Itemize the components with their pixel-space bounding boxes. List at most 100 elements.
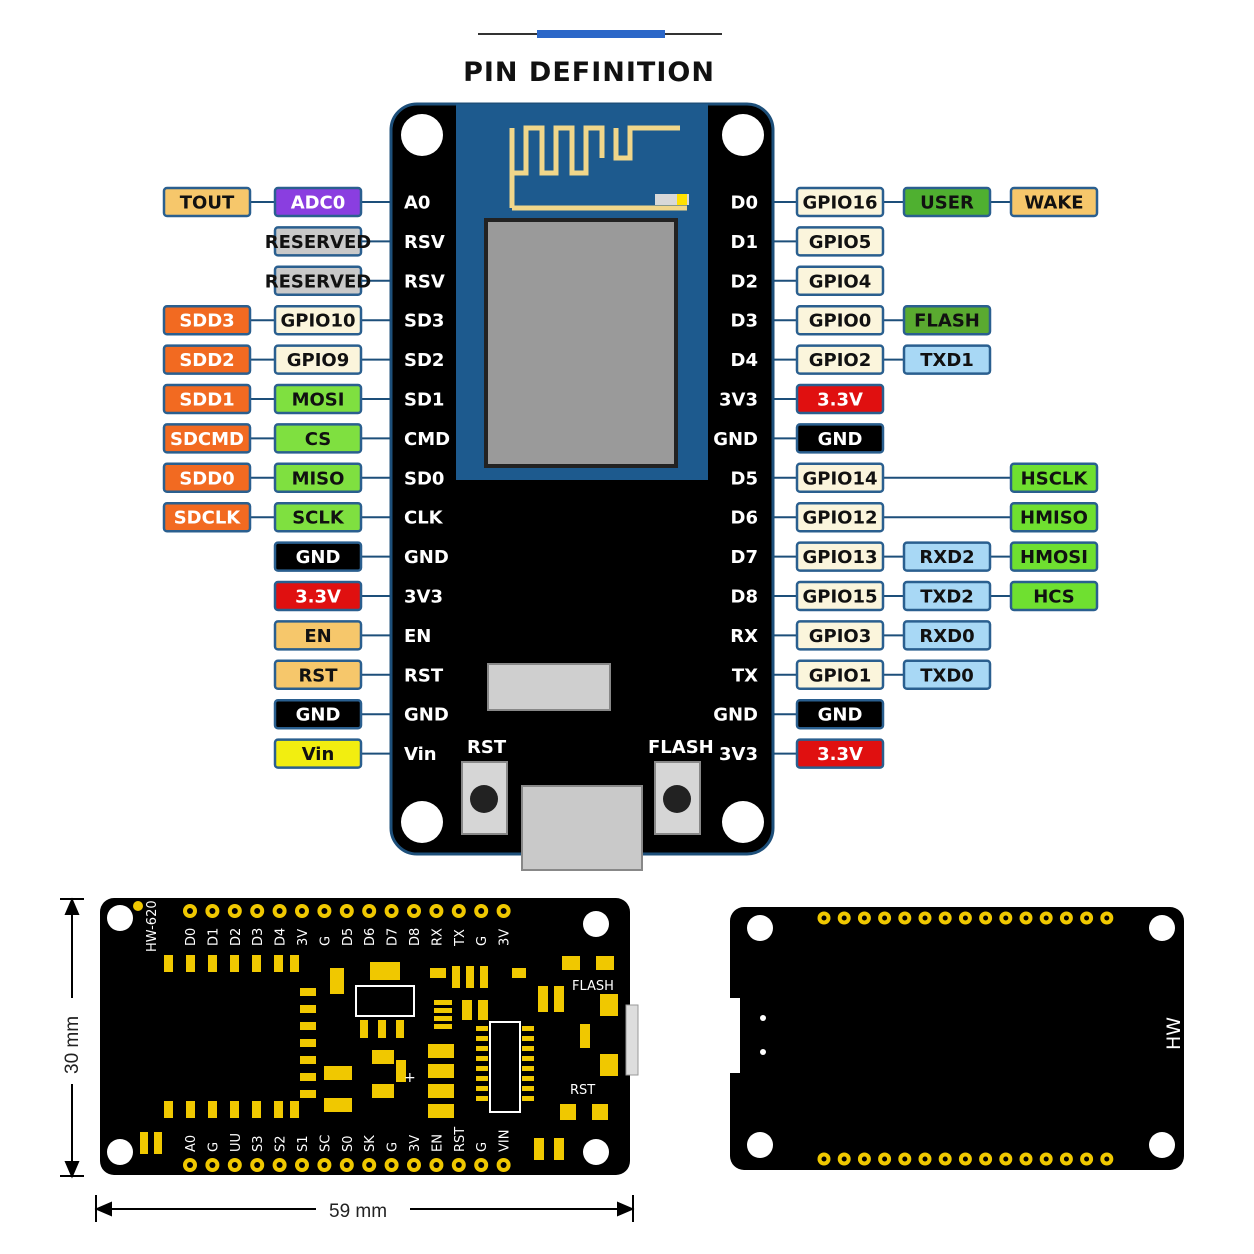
rst-button[interactable]: [461, 761, 508, 835]
pin-label-txd0: TXD0: [902, 659, 992, 691]
left-pin-name: SD0: [404, 468, 444, 489]
front-top-pin-label: 3V: [498, 929, 513, 946]
svg-text:RESERVED: RESERVED: [265, 232, 371, 253]
pin-label-hmiso: HMISO: [1009, 501, 1099, 533]
svg-text:GPIO10: GPIO10: [280, 311, 355, 332]
svg-text:USER: USER: [920, 193, 974, 214]
pin-label-sdd3: SDD3: [162, 304, 252, 336]
pin-label-txd2: TXD2: [902, 580, 992, 612]
svg-text:CS: CS: [305, 429, 332, 450]
svg-text:TXD2: TXD2: [920, 587, 974, 608]
svg-text:3.3V: 3.3V: [295, 587, 341, 608]
pin-label-hmosi: HMOSI: [1009, 541, 1099, 572]
svg-text:SDCLK: SDCLK: [174, 508, 242, 529]
title-accent-bar: [537, 30, 665, 38]
right-pin-name: D5: [731, 468, 758, 489]
front-bottom-pin-holes: [183, 1158, 511, 1172]
pin-label-en: EN: [273, 620, 363, 651]
front-bottom-pin-label: S2: [274, 1135, 289, 1152]
svg-text:GPIO13: GPIO13: [802, 547, 877, 568]
front-hole-br: [583, 1139, 609, 1165]
pin-label-gpio1: GPIO1: [795, 659, 885, 691]
width-dimension: [94, 1195, 635, 1222]
front-hole-tr: [583, 911, 609, 937]
pin-label-mosi: MOSI: [273, 383, 363, 415]
flash-button[interactable]: [654, 761, 701, 835]
svg-text:GPIO0: GPIO0: [809, 311, 872, 332]
svg-text:RESERVED: RESERVED: [265, 271, 371, 292]
left-pin-name: CLK: [404, 508, 444, 529]
height-label: 30 mm: [62, 1016, 83, 1074]
pin-label-gpio3: GPIO3: [795, 620, 885, 651]
front-top-pin-label: TX: [453, 929, 468, 947]
flash-button-label: FLASH: [648, 737, 714, 758]
svg-text:GPIO1: GPIO1: [809, 665, 872, 686]
svg-text:EN: EN: [304, 626, 331, 647]
pin-label-gpio14: GPIO14: [795, 462, 885, 494]
left-pin-row: SCLK SDCLK CLK: [162, 501, 444, 533]
front-top-pin-label: RX: [430, 928, 445, 946]
devkit-board: RST FLASH: [389, 102, 775, 871]
front-bottom-pin-label: S1: [296, 1135, 311, 1152]
svg-text:GPIO9: GPIO9: [287, 350, 350, 371]
pin-label-3-3v: 3.3V: [795, 383, 885, 415]
svg-text:GND: GND: [296, 705, 341, 726]
svg-text:SDCMD: SDCMD: [170, 429, 244, 450]
pin-label-sdd2: SDD2: [162, 344, 252, 375]
pin-label-gpio10: GPIO10: [273, 304, 363, 336]
front-bottom-pin-label: SC: [318, 1135, 333, 1152]
pin-label-vin: Vin: [273, 738, 363, 769]
pin-label-gnd: GND: [273, 541, 363, 572]
svg-text:TOUT: TOUT: [180, 193, 235, 214]
left-pin-name: A0: [404, 193, 430, 214]
page-title: PIN DEFINITION: [463, 57, 715, 88]
usb-connector: [521, 785, 643, 871]
left-pin-name: Vin: [404, 744, 437, 765]
esp-module: [456, 104, 708, 480]
svg-text:GND: GND: [818, 429, 863, 450]
mount-hole-bl: [401, 801, 443, 843]
front-bottom-pin-label: S3: [251, 1135, 266, 1152]
back-dot-1: [760, 1015, 766, 1021]
pin-label-gpio0: GPIO0: [795, 304, 885, 336]
pin-label-sclk: SCLK: [273, 501, 363, 533]
back-label: HW: [1163, 1017, 1185, 1050]
svg-text:HMISO: HMISO: [1020, 508, 1088, 529]
svg-text:GPIO3: GPIO3: [809, 626, 872, 647]
svg-text:3.3V: 3.3V: [817, 744, 863, 765]
pin-label-rst: RST: [273, 659, 363, 691]
front-top-pin-holes: [183, 904, 511, 918]
svg-text:GPIO14: GPIO14: [802, 468, 877, 489]
pin-label-3-3v: 3.3V: [795, 738, 885, 769]
svg-text:GPIO16: GPIO16: [802, 193, 877, 214]
front-top-pin-label: D1: [206, 928, 221, 946]
front-top-pin-label: D5: [341, 928, 356, 946]
front-rst-label: RST: [570, 1083, 595, 1098]
front-bottom-pin-label: RST: [453, 1127, 468, 1152]
rst-button-label: RST: [467, 737, 507, 758]
pin-label-sdcmd: SDCMD: [162, 423, 252, 454]
svg-text:RXD2: RXD2: [919, 547, 974, 568]
svg-text:SCLK: SCLK: [292, 508, 345, 529]
pin-label-gpio2: GPIO2: [795, 344, 885, 375]
left-pin-name: SD3: [404, 311, 444, 332]
pin-label-cs: CS: [273, 423, 363, 454]
mount-hole-tr: [722, 114, 764, 156]
pin-label-gnd: GND: [795, 698, 885, 730]
back-bottom-pin-holes: [817, 1152, 1114, 1166]
svg-text:MOSI: MOSI: [292, 390, 345, 411]
back-pcb: [730, 907, 1184, 1170]
right-pin-name: D0: [731, 193, 758, 214]
svg-text:GPIO5: GPIO5: [809, 232, 872, 253]
